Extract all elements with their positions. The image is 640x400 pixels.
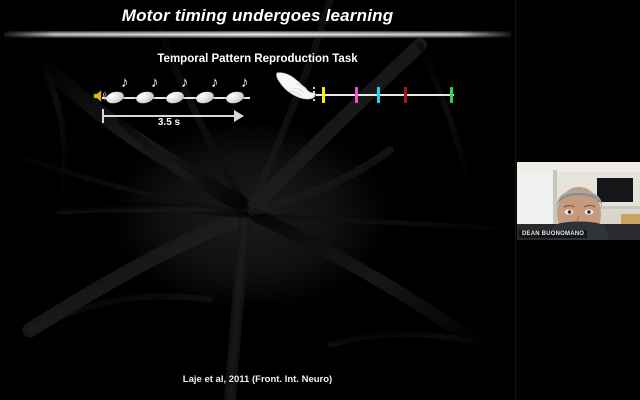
stimulus-note: ♪ xyxy=(224,74,249,106)
response-tick-yellow xyxy=(322,87,325,103)
pointing-hand-icon xyxy=(276,72,316,100)
music-note-icon: ♪ xyxy=(211,74,219,91)
music-note-icon: ♪ xyxy=(241,74,249,91)
note-head-icon xyxy=(164,89,186,106)
citation-text: Laje et al, 2011 (Front. Int. Neuro) xyxy=(182,374,333,385)
neuron-background-image xyxy=(0,0,515,400)
response-timeline xyxy=(316,94,454,96)
slide-title: Motor timing undergoes learning xyxy=(121,6,394,25)
stimulus-note: ♪ xyxy=(164,74,189,106)
duration-line xyxy=(102,115,236,117)
note-head-icon xyxy=(194,89,216,106)
note-head-icon xyxy=(134,89,156,106)
music-note-icon: ♪ xyxy=(181,74,189,91)
stimulus-sequence: ♪ ♪ ♪ ♪ ♪ xyxy=(92,74,252,108)
stimulus-note: ♪ xyxy=(134,74,159,106)
response-tick-cyan xyxy=(377,87,380,103)
participant-video-tile[interactable]: DEAN BUONOMANO xyxy=(517,162,640,240)
music-note-icon: ♪ xyxy=(121,74,129,91)
duration-arrowhead xyxy=(234,110,244,122)
duration-indicator: 3.5 s xyxy=(102,108,244,130)
participant-name-label: DEAN BUONOMANO xyxy=(519,230,588,238)
note-head-icon xyxy=(104,89,126,106)
response-tick-magenta xyxy=(355,87,358,103)
webcam-video-frame xyxy=(517,162,640,240)
stimulus-note: ♪ xyxy=(104,74,129,106)
duration-label: 3.5 s xyxy=(157,117,181,128)
note-head-icon xyxy=(224,89,246,106)
response-sequence xyxy=(276,70,456,112)
response-start-marker xyxy=(313,87,316,103)
task-subtitle: Temporal Pattern Reproduction Task xyxy=(157,53,358,65)
stimulus-note: ♪ xyxy=(194,74,219,106)
response-tick-green xyxy=(450,87,453,103)
title-divider xyxy=(4,31,511,38)
shared-slide: Motor timing undergoes learning Temporal… xyxy=(0,0,515,400)
participant-sidebar: DEAN BUONOMANO xyxy=(515,0,640,400)
music-note-icon: ♪ xyxy=(151,74,159,91)
response-tick-darkred xyxy=(404,87,407,103)
